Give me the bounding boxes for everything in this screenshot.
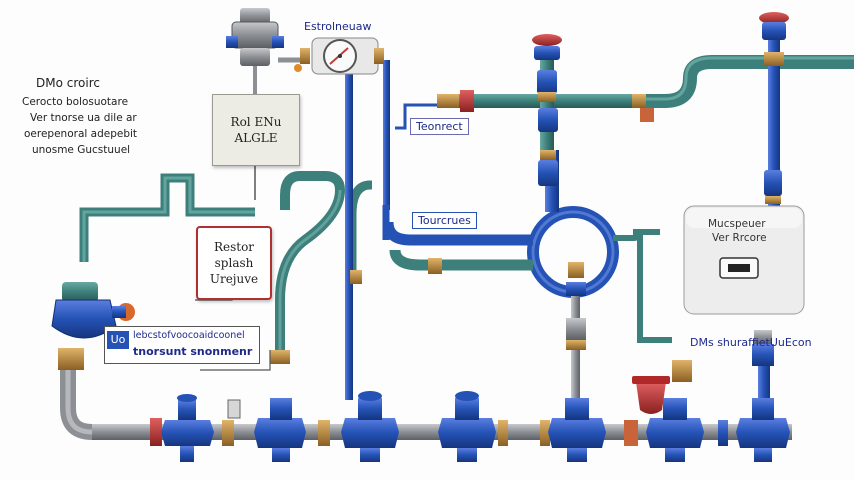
control-box[interactable]: Rol ENu ALGLE	[212, 94, 300, 166]
inline-union-1-icon	[437, 90, 654, 122]
mid-teal-riser	[275, 171, 346, 360]
right-component-label: DMs shuraffietUuEcon	[690, 336, 812, 349]
riser-fitting-c	[227, 399, 241, 419]
inspect-label: Teonrect	[410, 118, 469, 135]
gate-valve-icon-4[interactable]	[438, 391, 508, 462]
loop-label: Tourcrues	[412, 212, 477, 229]
notes-line-1: Cerocto bolosuotare	[22, 96, 129, 108]
top-teal-header	[455, 55, 854, 180]
gate-valve-icon-2[interactable]	[222, 398, 330, 462]
gate-valve-icon-6[interactable]	[646, 398, 728, 462]
gate-valve-icon-1[interactable]	[150, 394, 214, 462]
top-gate-valve-2-icon[interactable]	[759, 12, 789, 66]
mid-riser-valve-icon[interactable]	[538, 108, 558, 186]
gate-valve-icon-3[interactable]	[341, 391, 399, 462]
filter-icon[interactable]	[51, 282, 135, 370]
inspection-line	[395, 103, 455, 130]
bottom-valve-row	[150, 391, 790, 462]
notes-title: DMo croirc	[36, 76, 100, 90]
gate-valve-icon-5[interactable]	[540, 398, 638, 462]
control-box-line-2: ALGLE	[234, 131, 278, 145]
right-riser-fitting-icon	[764, 170, 782, 204]
meter-drop-pipe	[637, 232, 672, 343]
teal-riser-2	[347, 180, 372, 270]
meter-label-1: Mucspeuer	[708, 218, 766, 230]
top-gate-valve-1-icon[interactable]	[532, 34, 562, 102]
left-teal-bypass-pipe	[79, 173, 255, 262]
notes-line-3: oerepenoral adepebit	[24, 128, 138, 140]
pressure-regulator-icon[interactable]	[226, 8, 302, 72]
blue-riser-thin	[383, 60, 390, 210]
restor-box-line-3: Urejuve	[209, 272, 259, 286]
meter-enclosure	[683, 205, 805, 315]
legend-box[interactable]: Uo lebcstofvoocoaidcoonel tnorsunt snonm…	[104, 326, 260, 364]
riser-fitting-a	[270, 350, 290, 364]
legend-line-1: lebcstofvoocoaidcoonel	[133, 330, 245, 341]
meter-display-icon	[719, 257, 759, 279]
gate-valve-icon-7[interactable]	[736, 398, 790, 462]
blue-riser-left	[345, 60, 353, 400]
meter-label-2: Ver Rrcore	[712, 232, 767, 244]
restor-box-line-2: splash	[214, 256, 254, 270]
restor-box[interactable]: Restor splash Urejuve	[196, 226, 272, 300]
notes-line-4: unosme Gucstuuel	[32, 144, 131, 156]
legend-badge: Uo	[107, 331, 129, 349]
legend-line-2: tnorsunt snonmenr	[133, 345, 253, 358]
riser-fitting-b	[350, 270, 362, 284]
air-release-valve-icon[interactable]	[632, 330, 774, 414]
pressure-gauge-icon[interactable]	[300, 37, 384, 75]
control-box-line-1: Rol ENu	[230, 115, 282, 129]
notes-line-2: Ver tnorse ua dile ar	[30, 112, 137, 124]
leader-legend	[200, 350, 271, 371]
restor-box-line-1: Restor	[213, 240, 255, 254]
top-component-label: Estrolneuaw	[304, 20, 372, 33]
ring-fittings	[428, 258, 586, 350]
